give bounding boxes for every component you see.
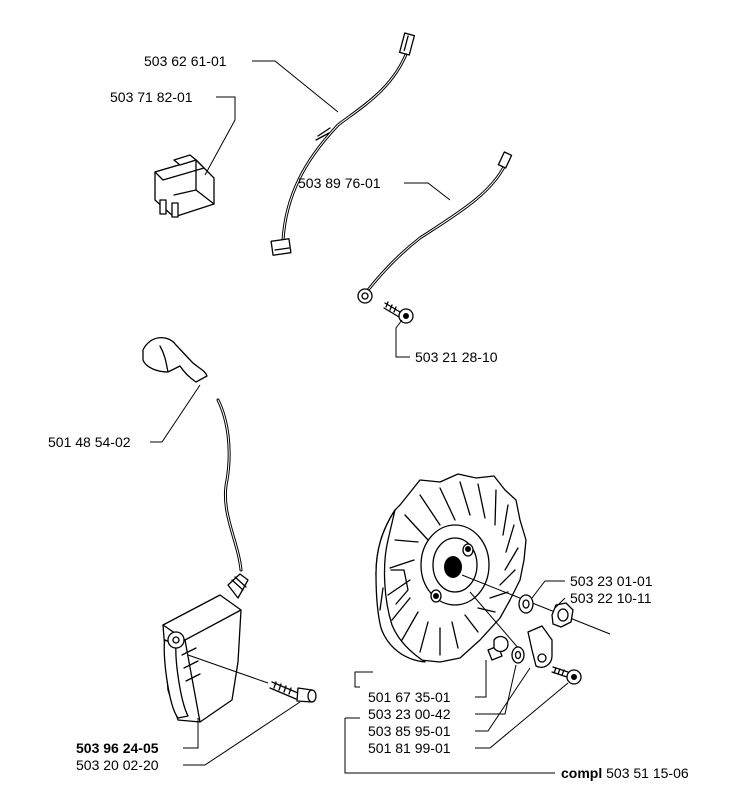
label-compl: compl 503 51 15-06 xyxy=(561,765,689,781)
label-screw-ground: 503 21 28-10 xyxy=(415,349,498,365)
crankshaft-axis xyxy=(461,574,611,635)
pawl-washer xyxy=(511,646,525,664)
short-circuit-wire xyxy=(270,32,416,256)
label-pawl: 503 85 95-01 xyxy=(368,723,451,739)
label-washer-2: 503 23 00-42 xyxy=(368,706,451,722)
flywheel-nut xyxy=(551,602,574,628)
label-compl-prefix: compl xyxy=(561,765,602,781)
ignition-lead xyxy=(216,398,243,572)
label-screw-pawl: 501 81 99-01 xyxy=(368,740,451,756)
pawl-axis xyxy=(469,591,521,651)
label-wire-top: 503 62 61-01 xyxy=(144,53,227,69)
label-screw-module: 503 20 02-20 xyxy=(76,757,159,773)
flywheel xyxy=(375,473,527,663)
label-wire-ground: 503 89 76-01 xyxy=(298,175,381,191)
label-compl-number: 503 51 15-06 xyxy=(606,765,689,781)
pawl-screw xyxy=(551,666,582,685)
label-nut: 503 22 10-11 xyxy=(570,590,652,606)
starter-pawl xyxy=(527,625,553,668)
stop-switch xyxy=(154,154,215,218)
ignition-module xyxy=(162,573,249,723)
label-switch: 503 71 82-01 xyxy=(110,89,193,105)
flywheel-washer xyxy=(518,594,534,614)
label-plug-cap: 501 48 54-02 xyxy=(48,434,131,450)
leader-lines xyxy=(150,60,569,774)
spark-plug-cap xyxy=(142,337,208,383)
module-screw xyxy=(187,654,317,703)
ground-wire xyxy=(357,151,513,304)
label-ignition-module: 503 96 24-05 xyxy=(76,740,159,756)
label-key: 501 67 35-01 xyxy=(368,689,451,705)
ground-screw xyxy=(383,301,414,324)
label-washer-1: 503 23 01-01 xyxy=(570,573,653,589)
flywheel-key xyxy=(487,635,509,661)
